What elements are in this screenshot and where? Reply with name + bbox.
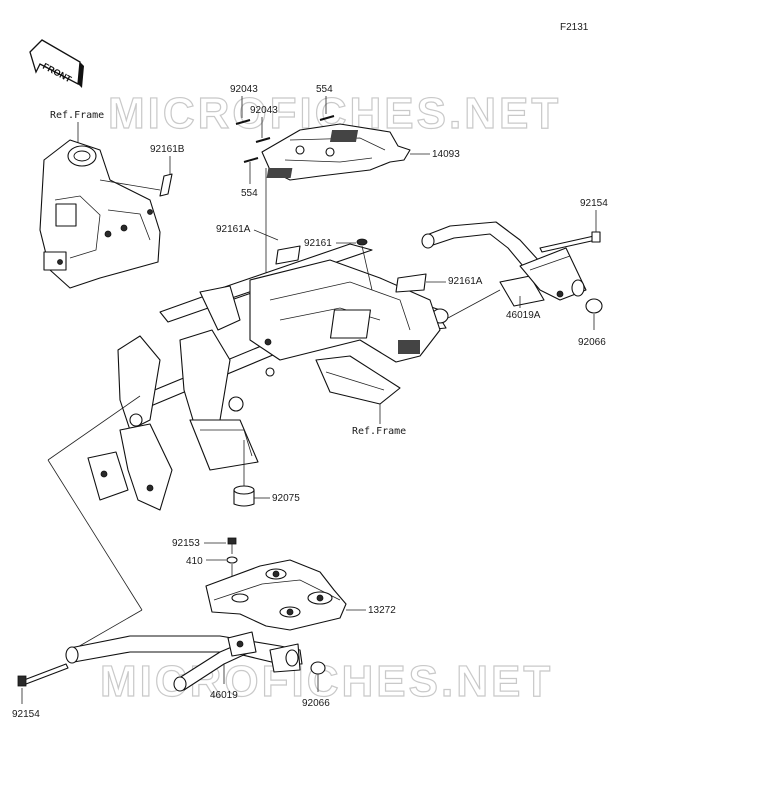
- label-92066-bottom: 92066: [302, 698, 330, 709]
- main-frame: [87, 243, 449, 511]
- washer-410: [226, 556, 238, 564]
- label-13272: 13272: [368, 605, 396, 616]
- label-92154-bottom: 92154: [12, 709, 40, 720]
- ref-frame-label-mid: Ref.Frame: [352, 426, 406, 437]
- label-sticker-92161b: [159, 173, 173, 197]
- grommet-92161: [356, 238, 368, 246]
- ref-frame-label-top: Ref.Frame: [50, 110, 104, 121]
- label-554-b: 554: [241, 188, 258, 199]
- label-92075: 92075: [272, 493, 300, 504]
- label-92161: 92161: [304, 238, 332, 249]
- label-92161a-left: 92161A: [216, 224, 251, 235]
- front-arrow-icon: FRONT: [29, 39, 84, 88]
- label-92066-top: 92066: [578, 337, 606, 348]
- cover-14093: [261, 123, 411, 181]
- bracket-46019a: [421, 221, 587, 307]
- plate-13272: [205, 559, 347, 631]
- label-92153: 92153: [172, 538, 200, 549]
- label-554-a: 554: [316, 84, 333, 95]
- label-14093: 14093: [432, 149, 460, 160]
- label-46019: 46019: [210, 690, 238, 701]
- label-46019a: 46019A: [506, 310, 541, 321]
- cap-92066-bottom: [310, 661, 326, 675]
- cap-92066-top: [585, 298, 603, 314]
- label-sticker-92161a-right: [395, 273, 427, 293]
- label-92154-top: 92154: [580, 198, 608, 209]
- label-sticker-92161a-left: [275, 245, 301, 265]
- label-410: 410: [186, 556, 203, 567]
- bolt-92154-bottom: [23, 663, 69, 685]
- label-92043-a: 92043: [230, 84, 258, 95]
- bracket-46019: [65, 631, 303, 692]
- bolt-92154-top: [539, 235, 597, 253]
- bolt-92153: [227, 537, 237, 545]
- figure-code: F2131: [560, 22, 589, 33]
- label-92043-b: 92043: [250, 105, 278, 116]
- label-92161a-right: 92161A: [448, 276, 483, 287]
- label-92161b: 92161B: [150, 144, 185, 155]
- ref-frame-detail: Ref.Frame: [39, 110, 161, 289]
